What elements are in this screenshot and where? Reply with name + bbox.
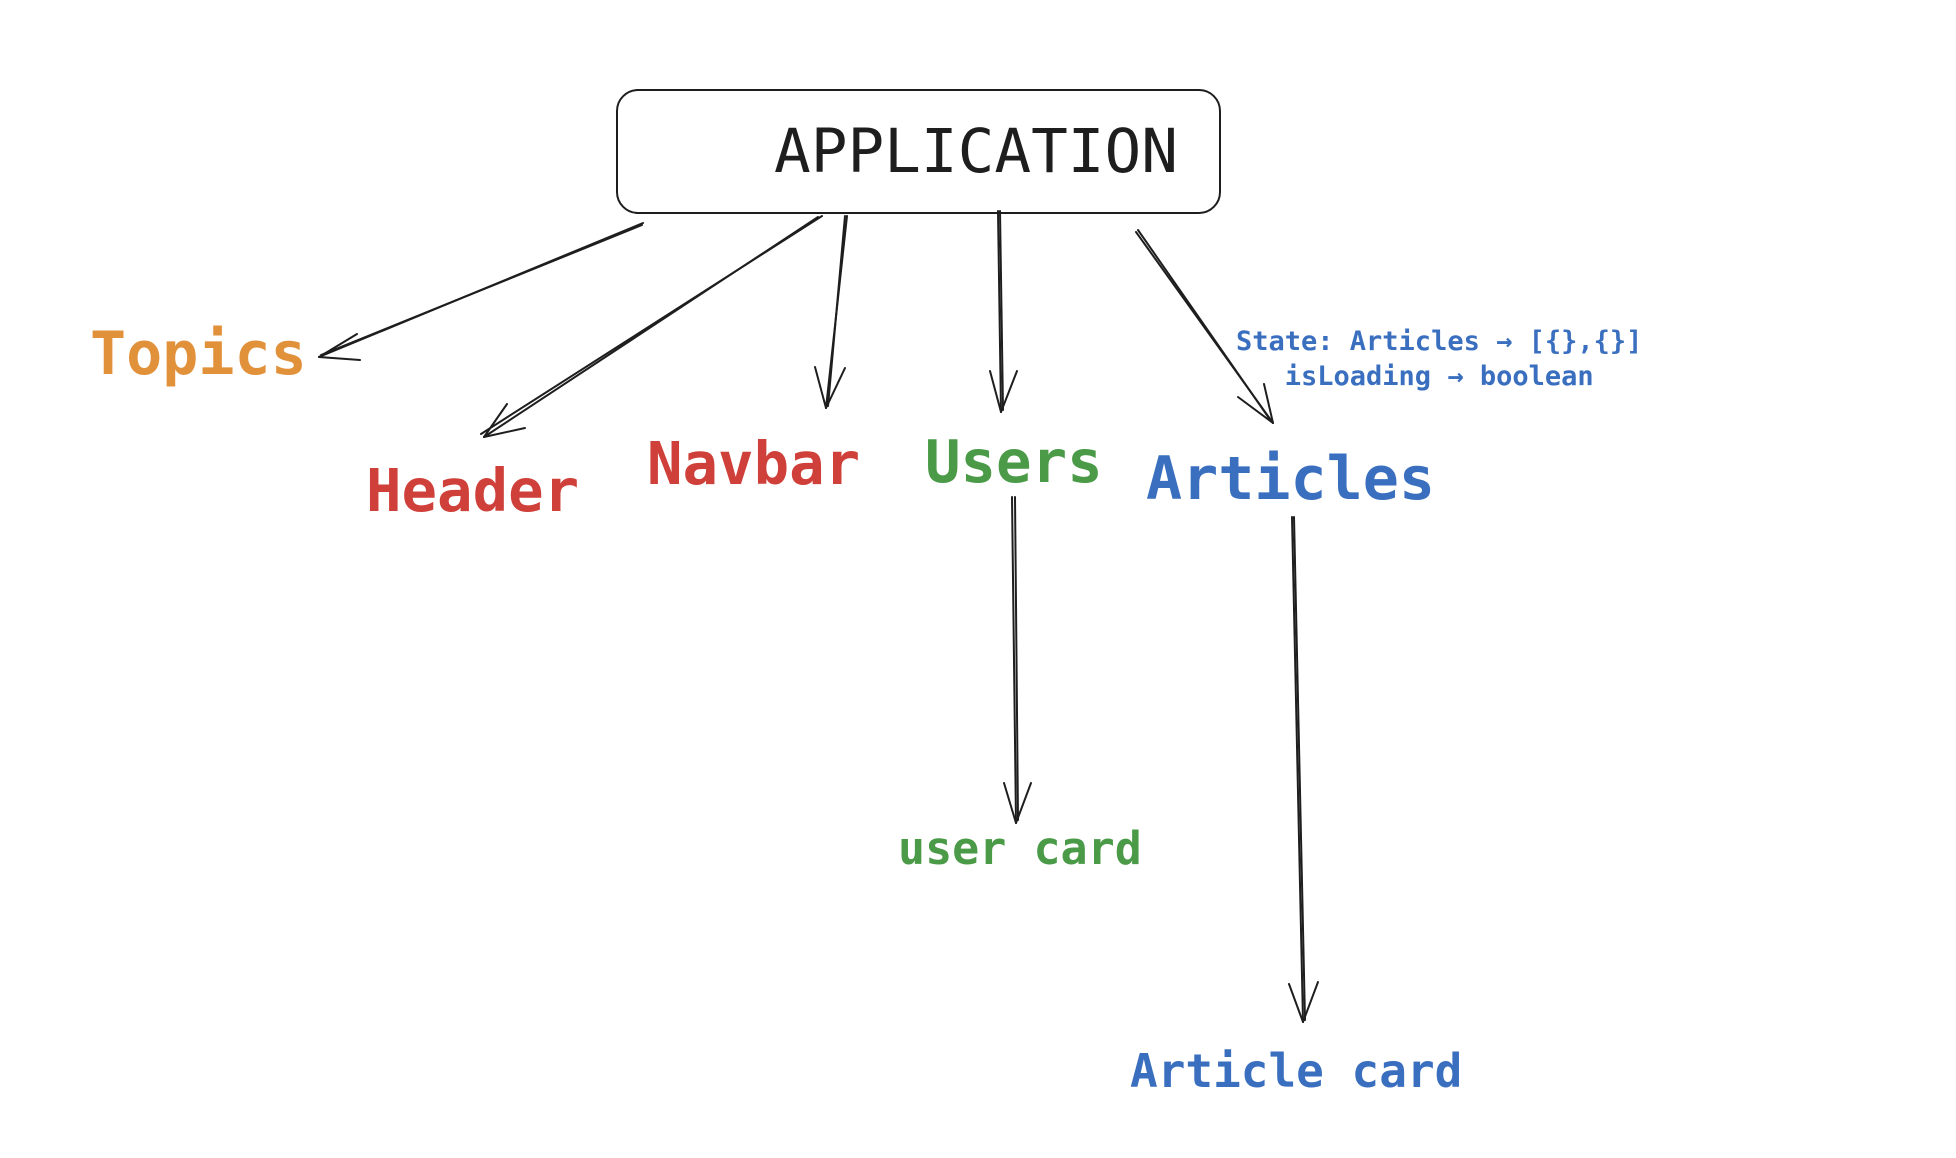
arrow-application-to-navbar — [814, 215, 848, 409]
application-box — [616, 89, 1221, 214]
arrow-application-to-articles — [1135, 229, 1274, 424]
state-note-line-1: State: Articles → [{},{}] — [1236, 326, 1643, 357]
node-article-card: Article card — [1130, 1044, 1463, 1098]
arrow-application-to-topics — [318, 222, 644, 361]
arrow-application-to-header — [480, 215, 823, 438]
arrow-users-to-user-card — [1003, 496, 1032, 824]
state-note-line-2: isLoading → boolean — [1284, 361, 1594, 392]
application-label: APPLICATION — [774, 116, 1178, 187]
node-navbar: Navbar — [647, 429, 861, 498]
arrow-articles-to-article-card — [1288, 516, 1319, 1023]
node-articles: Articles — [1146, 444, 1435, 514]
node-user-card: user card — [898, 822, 1142, 875]
arrow-application-to-users — [989, 210, 1018, 413]
state-note: State: Articles → [{},{}] isLoading → bo… — [1236, 324, 1642, 394]
node-users: Users — [925, 427, 1103, 496]
node-topics: Topics — [90, 319, 307, 389]
node-header: Header — [366, 456, 580, 525]
